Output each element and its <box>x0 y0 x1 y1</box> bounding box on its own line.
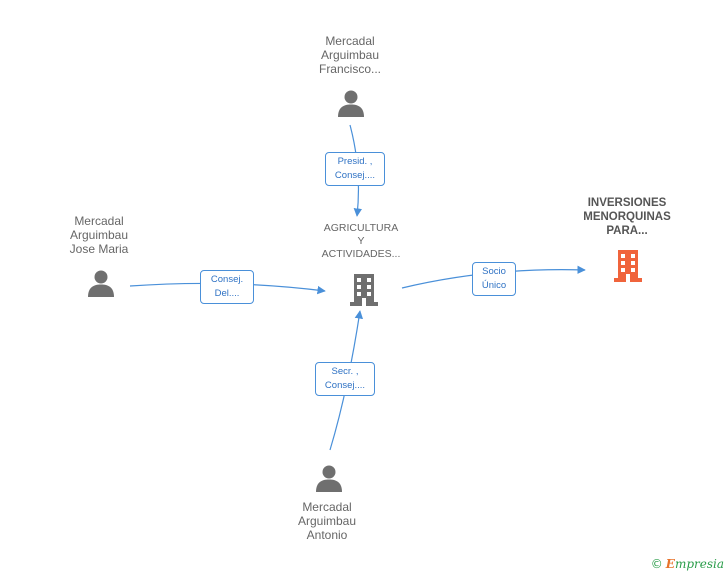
edge-label-line: Consej.... <box>334 170 376 181</box>
building-icon[interactable] <box>348 272 380 306</box>
copyright-icon: © <box>650 557 663 571</box>
label-line: ACTIVIDADES... <box>321 248 401 260</box>
label-line: Mercadal <box>325 34 375 48</box>
label-line: Arguimbau <box>69 228 129 242</box>
label-line: Arguimbau <box>297 514 357 528</box>
edge-label-presid-consej[interactable]: Presid. , Consej.... <box>325 152 385 186</box>
person-icon[interactable] <box>86 268 116 298</box>
label-line: Y <box>357 235 365 247</box>
brand-initial: E <box>665 557 675 571</box>
label-line: Francisco... <box>318 62 381 76</box>
edge-label-line: Socio <box>482 266 506 277</box>
edge-label-line: Único <box>481 280 507 291</box>
node-antonio-label: Mercadal Arguimbau Antonio <box>262 500 392 542</box>
label-line: INVERSIONES <box>587 197 667 209</box>
edge-label-line: Consej. <box>210 274 244 285</box>
edge-label-line: Presid. , <box>337 156 373 167</box>
brand-name: mpresia <box>674 557 724 571</box>
label-line: Mercadal <box>302 500 352 514</box>
label-line: Arguimbau <box>320 48 380 62</box>
brand-watermark: ©Empresia <box>651 557 724 571</box>
person-icon[interactable] <box>314 463 344 493</box>
edge-label-secr-consej[interactable]: Secr. , Consej.... <box>315 362 375 396</box>
edge-label-line: Del.... <box>214 288 240 299</box>
node-jose-maria-label: Mercadal Arguimbau Jose Maria <box>34 214 164 256</box>
label-line: Jose Maria <box>69 242 129 256</box>
edge-label-line: Secr. , <box>331 366 359 377</box>
building-icon[interactable] <box>612 248 644 282</box>
label-line: PARA... <box>606 225 648 237</box>
node-agricultura-label: AGRICULTURA Y ACTIVIDADES... <box>296 222 426 261</box>
node-inversiones-label: INVERSIONES MENORQUINAS PARA... <box>562 196 692 238</box>
node-francisco-label: Mercadal Arguimbau Francisco... <box>285 34 415 76</box>
person-icon[interactable] <box>336 88 366 118</box>
label-line: Antonio <box>306 528 348 542</box>
label-line: AGRICULTURA <box>323 222 399 234</box>
edge-label-socio-unico[interactable]: Socio Único <box>472 262 516 296</box>
edge-label-line: Consej.... <box>324 380 366 391</box>
label-line: Mercadal <box>74 214 124 228</box>
edge-label-consej-del[interactable]: Consej. Del.... <box>200 270 254 304</box>
label-line: MENORQUINAS <box>583 211 671 223</box>
